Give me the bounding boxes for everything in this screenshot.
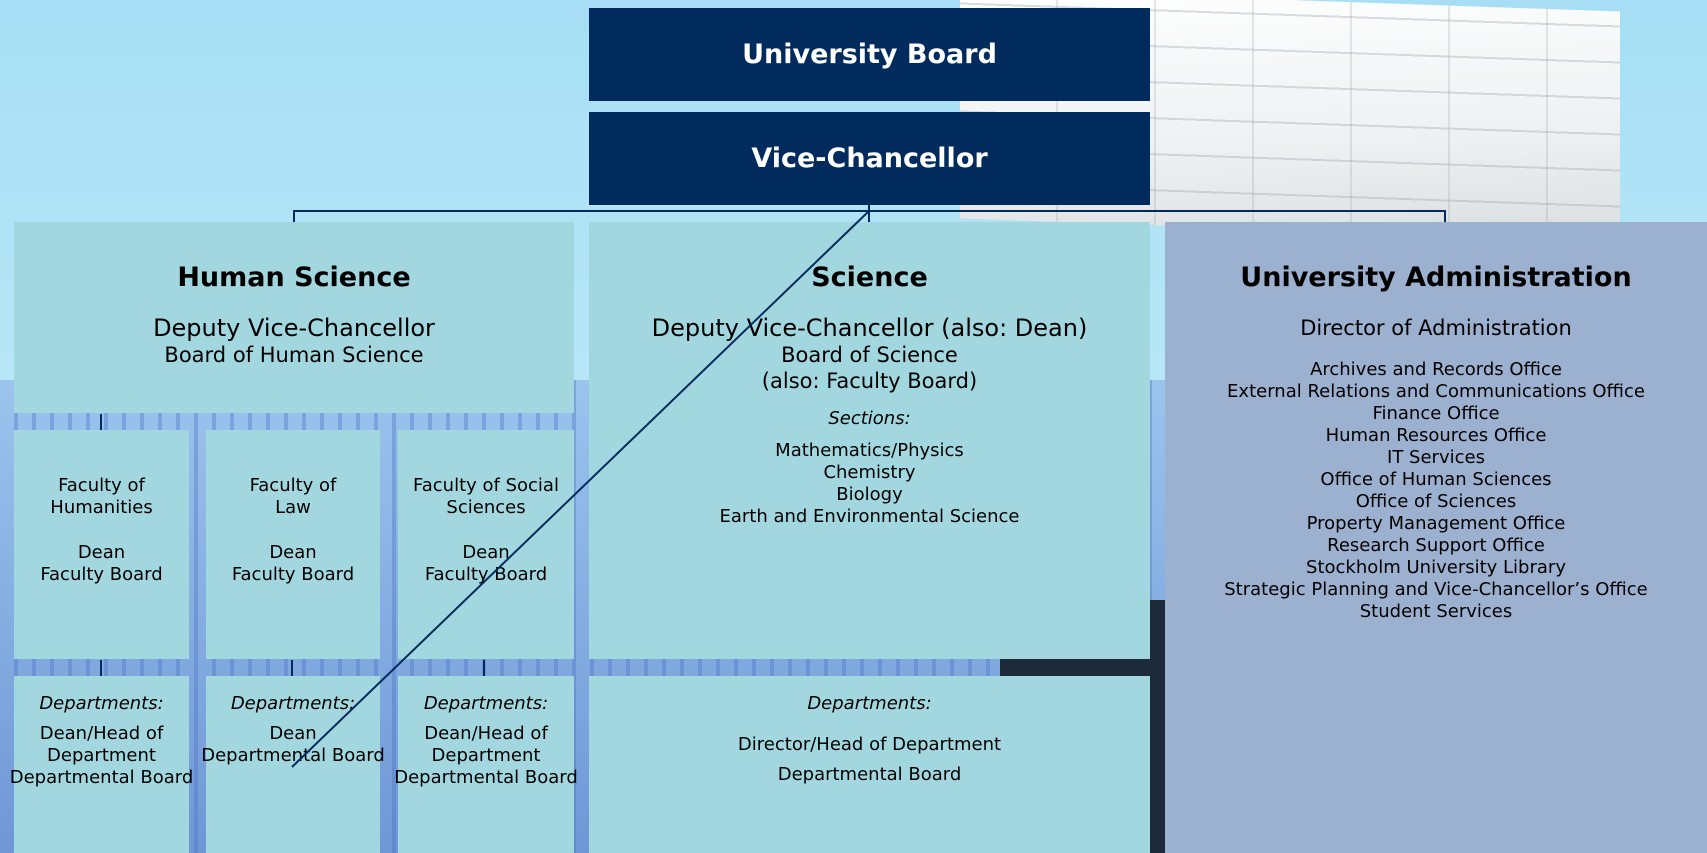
departments-label: Departments:	[807, 693, 932, 714]
section-item: Earth and Environmental Science	[719, 506, 1020, 527]
departmental-board: Departmental Board	[201, 745, 385, 766]
human-science-board: Board of Human Science	[164, 343, 424, 367]
departmental-board: Departmental Board	[394, 767, 578, 788]
law-departments-box[interactable]: Departments: Dean Departmental Board	[201, 676, 385, 853]
humanities-departments-box[interactable]: Departments: Dean/Head of Department Dep…	[10, 676, 193, 853]
human-science-box[interactable]: Human Science Deputy Vice-Chancellor Boa…	[14, 222, 574, 413]
faculty-dean: Dean	[77, 542, 126, 563]
dept-head: Dean	[269, 723, 317, 744]
dept-head: Dean/Head of	[39, 723, 164, 744]
faculty-name: Sciences	[446, 497, 526, 518]
faculty-board: Faculty Board	[231, 564, 355, 585]
office-item: Student Services	[1359, 601, 1513, 622]
section-item: Biology	[836, 484, 903, 505]
faculty-name: Faculty of	[249, 475, 337, 496]
departments-label: Departments:	[423, 693, 549, 714]
vice-chancellor-label: Vice-Chancellor	[751, 143, 988, 174]
human-science-title: Human Science	[177, 262, 411, 293]
dept-head: Director/Head of Department	[737, 734, 1002, 755]
science-deputy: Deputy Vice-Chancellor (also: Dean)	[651, 314, 1088, 342]
science-box[interactable]: Science Deputy Vice-Chancellor (also: De…	[589, 222, 1150, 659]
departments-label: Departments:	[230, 693, 356, 714]
dept-head: Department	[431, 745, 541, 766]
science-faculty-board: (also: Faculty Board)	[761, 369, 978, 393]
university-board-box[interactable]: University Board	[589, 8, 1150, 101]
university-administration-box[interactable]: University Administration Director of Ad…	[1165, 222, 1707, 853]
faculty-name: Faculty of	[58, 475, 145, 496]
director-of-administration: Director of Administration	[1300, 316, 1572, 340]
sections-label: Sections:	[828, 408, 911, 429]
faculty-humanities-box[interactable]: Faculty of Humanities Dean Faculty Board	[14, 430, 189, 659]
office-item: Human Resources Office	[1325, 425, 1547, 446]
faculty-name: Law	[275, 497, 311, 518]
office-item: Finance Office	[1372, 403, 1500, 424]
dept-head: Dean/Head of	[424, 723, 548, 744]
science-departments-box[interactable]: Departments: Director/Head of Department…	[589, 676, 1150, 853]
office-item: Archives and Records Office	[1310, 359, 1562, 380]
section-item: Mathematics/Physics	[775, 440, 964, 461]
office-item: Property Management Office	[1306, 513, 1566, 534]
faculty-name: Humanities	[50, 497, 153, 518]
office-item: IT Services	[1387, 447, 1485, 468]
administration-title: University Administration	[1240, 262, 1632, 293]
vice-chancellor-box[interactable]: Vice-Chancellor	[589, 112, 1150, 205]
university-board-label: University Board	[742, 39, 997, 70]
office-item: Research Support Office	[1327, 535, 1545, 556]
section-item: Chemistry	[823, 462, 916, 483]
office-item: Office of Human Sciences	[1320, 469, 1552, 490]
human-science-deputy: Deputy Vice-Chancellor	[153, 314, 435, 342]
faculty-social-sciences-box[interactable]: Faculty of Social Sciences Dean Faculty …	[398, 430, 574, 659]
dept-head: Department	[47, 745, 156, 766]
office-item: External Relations and Communications Of…	[1227, 381, 1645, 402]
science-board: Board of Science	[781, 343, 958, 367]
faculty-name: Faculty of Social	[413, 475, 559, 496]
departments-label: Departments:	[39, 693, 164, 714]
departmental-board: Departmental Board	[777, 764, 962, 785]
office-item: Stockholm University Library	[1306, 557, 1566, 578]
office-item: Strategic Planning and Vice-Chancellor’s…	[1224, 579, 1648, 600]
science-title: Science	[811, 262, 928, 293]
faculty-dean: Dean	[269, 542, 317, 563]
departmental-board: Departmental Board	[9, 767, 194, 788]
faculty-law-box[interactable]: Faculty of Law Dean Faculty Board	[206, 430, 380, 659]
faculty-board: Faculty Board	[40, 564, 163, 585]
social-sciences-departments-box[interactable]: Departments: Dean/Head of Department Dep…	[394, 676, 578, 853]
faculty-board: Faculty Board	[424, 564, 548, 585]
office-item: Office of Sciences	[1355, 491, 1517, 512]
faculty-dean: Dean	[462, 542, 510, 563]
